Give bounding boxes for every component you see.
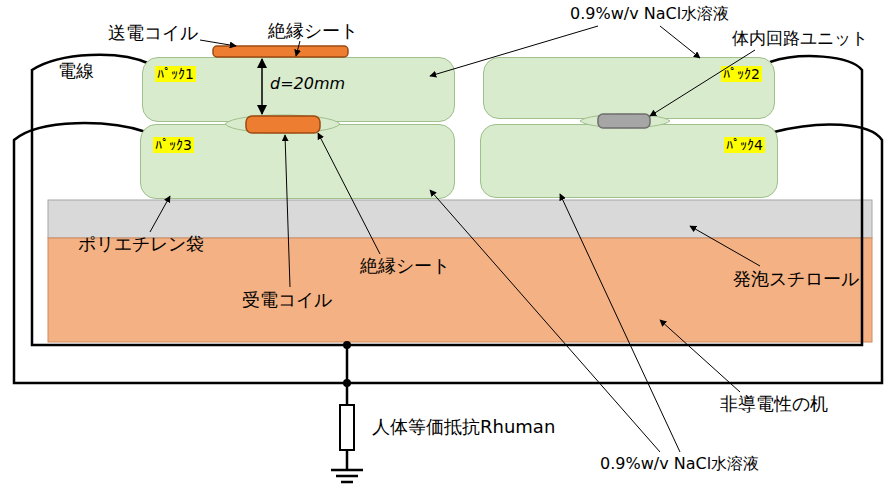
pack-4: ﾊﾟｯｸ4 (480, 124, 778, 198)
coil-label: 送電コイル (108, 22, 198, 44)
sheet-label: 絶縁シート (360, 255, 450, 277)
pack-3: ﾊﾟｯｸ3 (140, 124, 455, 199)
pack-label: ﾊﾟｯｸ1 (155, 66, 196, 82)
resistor-label: 人体等価抵抗Rhuman (372, 416, 555, 438)
styrofoam-label: 発泡スチロール (733, 268, 859, 290)
solution-label: 0.9%w/v NaCl水溶液 (600, 454, 759, 473)
pack-label: ﾊﾟｯｸ3 (153, 137, 194, 153)
styrofoam-band (48, 200, 872, 238)
wire-label: 電線 (58, 60, 94, 82)
dimension-label: d=20mm (270, 74, 345, 93)
solution-label: 0.9%w/v NaCl水溶液 (570, 4, 729, 23)
junction-dot (343, 379, 351, 387)
pack-label: ﾊﾟｯｸ2 (721, 66, 762, 82)
wires (14, 55, 882, 482)
pack-2: ﾊﾟｯｸ2 (483, 57, 775, 119)
desk-label: 非導電性の机 (720, 393, 828, 415)
resistor-symbol (340, 405, 354, 450)
unit-label: 体内回路ユニット (732, 28, 868, 48)
bag-label: ポリエチレン袋 (78, 233, 204, 255)
pack-label: ﾊﾟｯｸ4 (724, 137, 765, 153)
sheet-label: 絶縁シート (268, 20, 358, 42)
coil-label: 受電コイル (242, 289, 332, 311)
transmit-coil (213, 46, 348, 57)
junction-dot (343, 341, 351, 349)
